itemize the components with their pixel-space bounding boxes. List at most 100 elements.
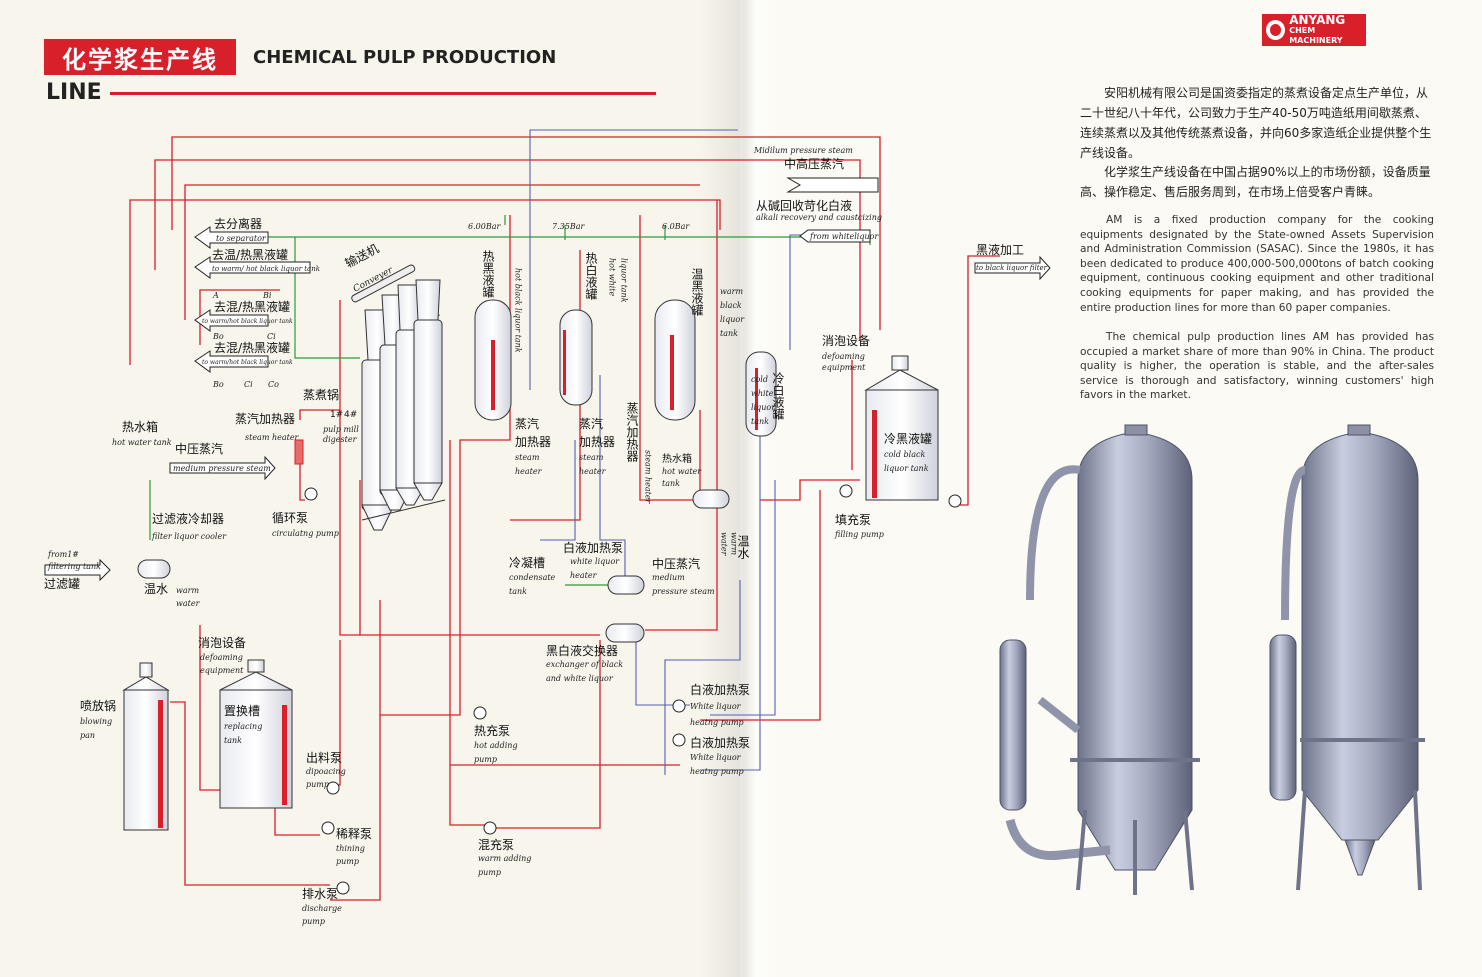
label-med-steam2-en1: medium <box>652 573 685 582</box>
label-digester-en1: pulp mill <box>323 425 359 434</box>
label-cold-black-en1: cold black <box>884 450 925 459</box>
label-warm-hot-cn: 去温/热黑液罐 <box>212 247 288 262</box>
label-hot-water-box-cn: 热水箱 <box>122 419 158 434</box>
label-mid-high-steam-cn: 中高压蒸汽 <box>784 156 844 171</box>
label-filter-cooler-cn: 过滤液冷却器 <box>152 511 224 526</box>
label-digester-4: 4# <box>344 410 357 420</box>
label-hwl-tank-cn: 热白液罐 <box>584 252 598 301</box>
label-defoam1-en2: equipment <box>200 666 244 675</box>
label-hot-water-tank2-cn: 热水箱 <box>662 452 692 465</box>
label-steam-heater3-cn2: 加热器 <box>579 435 615 449</box>
label-cold-black-en2: liquor tank <box>884 464 929 473</box>
label-wbl-tank-en1: warm <box>720 287 743 296</box>
label-filter-cooler-en: filter liquor cooler <box>151 532 227 541</box>
label-med-steam-en: medium pressure steam <box>173 464 271 473</box>
label-wl-pump2-cn: 白液加热泵 <box>690 735 750 750</box>
label-from-filter-en2: filtering tank <box>47 562 101 571</box>
label-mixed2-en: to warm/hot black liquor tank <box>202 359 293 366</box>
label-bo: Bo <box>212 332 224 341</box>
level-gauges <box>158 330 877 828</box>
label-bw-exch-en2: and white liquor <box>546 674 614 683</box>
label-bw-exch-en1: exchanger of black <box>546 660 623 669</box>
label-from-filter-en1: from1# <box>47 550 79 559</box>
label-defoam2-en1: defoaming <box>822 352 865 361</box>
label-discharge-pump-en2: pump <box>306 780 329 789</box>
label-circ-pump-cn: 循环泵 <box>272 511 308 525</box>
label-blow-en2: pan <box>80 731 95 740</box>
label-condense-cn: 冷凝槽 <box>509 555 545 570</box>
label-warm-water2-en2: water <box>720 532 729 557</box>
page-gutter <box>700 0 780 977</box>
label-mix-pump-en2: pump <box>478 868 501 877</box>
label-defoam1-cn: 消泡设备 <box>198 636 246 650</box>
label-warm-water2-cn: 温水 <box>736 535 750 559</box>
label-warm-hot-en: to warm/ hot black liquor tank <box>212 265 320 273</box>
label-steam-heater2-en1: steam <box>515 453 540 462</box>
label-cold-white-en1: cold <box>751 375 768 384</box>
label-wl-pump2-en2: heatng pump <box>690 767 744 776</box>
label-bi: Bi <box>262 291 272 300</box>
label-wbl-tank-cn: 温黑液罐 <box>690 268 704 317</box>
label-circ-pump-en: circulatng pump <box>272 529 339 538</box>
red-pipes <box>129 136 1000 901</box>
label-replace-en2: tank <box>224 736 242 745</box>
label-hwl-tank-en2: hot white <box>608 258 617 297</box>
digester-group <box>361 279 446 531</box>
label-steam-heater-en: steam heater <box>245 433 300 442</box>
label-hot-add-en2: pump <box>474 755 497 764</box>
intro-en-p1: AM is a fixed production company for the… <box>1080 214 1434 314</box>
label-digester-1: 1# <box>330 410 343 420</box>
label-wl-pump1-en1: White liquor <box>690 702 742 711</box>
label-fill-pump-cn: 填充泵 <box>835 512 871 527</box>
label-from-alkali-en: alkali recovery and caustcizing <box>756 213 882 222</box>
label-discharge-pump-en1: dipoacing <box>306 767 346 776</box>
label-steam-heater-cn: 蒸汽加热器 <box>235 411 295 426</box>
label-cold-white-en2: white <box>751 389 774 398</box>
label-steam-heater2-en2: heater <box>515 467 543 476</box>
label-hot-add-cn: 热充泵 <box>474 723 510 738</box>
label-mix-pump-cn: 混充泵 <box>478 837 514 852</box>
digester-render-small <box>1269 424 1425 891</box>
label-med-steam2-en2: pressure steam <box>652 587 715 596</box>
label-steam-heater3-en1: steam <box>579 453 604 462</box>
label-steam-heater3-cn1: 蒸汽 <box>579 416 603 431</box>
label-cold-black-cn: 冷黑液罐 <box>884 431 932 446</box>
label-fill-pump-en: filling pump <box>834 530 884 539</box>
label-drain-pump-en1: discharge <box>302 904 342 913</box>
label-black-proc-en: to black liquor filter <box>976 264 1048 272</box>
title-cn: 化学浆生产线 <box>44 39 236 75</box>
label-wl-heater-en2: heater <box>570 571 598 580</box>
label-condense-en2: tank <box>509 587 527 596</box>
label-mid-high-steam-en: Midilum pressure steam <box>753 146 853 155</box>
label-thin-pump-en1: thining <box>336 844 365 853</box>
label-from-alkali-cn: 从碱回收苛化白液 <box>756 198 852 213</box>
label-steam-heater4-cn: 蒸汽加热器 <box>625 402 639 463</box>
label-ci2: Ci <box>244 380 253 389</box>
pumps <box>304 484 962 895</box>
label-black-proc-cn: 黑液加工 <box>976 242 1024 257</box>
label-wl-pump2-en1: White liquor <box>690 753 742 762</box>
label-discharge-pump-cn: 出料泵 <box>306 751 342 765</box>
title-rule <box>110 92 656 95</box>
label-steam-heater4-en: steam heater <box>644 450 653 505</box>
label-co: Co <box>268 380 279 389</box>
label-warm-water-cn: 温水 <box>144 582 168 596</box>
logo-brand: ANYANG <box>1289 13 1346 27</box>
label-wl-pump1-cn: 白液加热泵 <box>690 682 750 697</box>
intro-cn-p2: 化学浆生产线设备在中国占据90%以上的市场份额，设备质量高、操作稳定、售后服务周… <box>1080 165 1431 199</box>
logo-ring-icon <box>1266 20 1286 40</box>
label-hot-water-tank2-en2: tank <box>662 479 680 488</box>
label-bar-3: 6.0Bar <box>662 222 690 231</box>
label-bo2: Bo <box>212 380 224 389</box>
label-bar-2: 7.35Bar <box>552 222 585 231</box>
label-from-whiteliquor: from whiteliquor <box>809 232 879 241</box>
label-wbl-tank-en2: black <box>720 301 742 310</box>
label-digester-cn: 蒸煮锅 <box>303 387 339 402</box>
title-en-line2: LINE <box>46 80 102 105</box>
label-cold-white-en3: liquor <box>751 403 776 412</box>
intro-en-p2: The chemical pulp production lines AM ha… <box>1080 331 1434 402</box>
label-blow-cn: 喷放锅 <box>80 698 116 713</box>
label-drain-pump-cn: 排水泵 <box>302 887 338 901</box>
blue-pipes <box>529 129 810 775</box>
